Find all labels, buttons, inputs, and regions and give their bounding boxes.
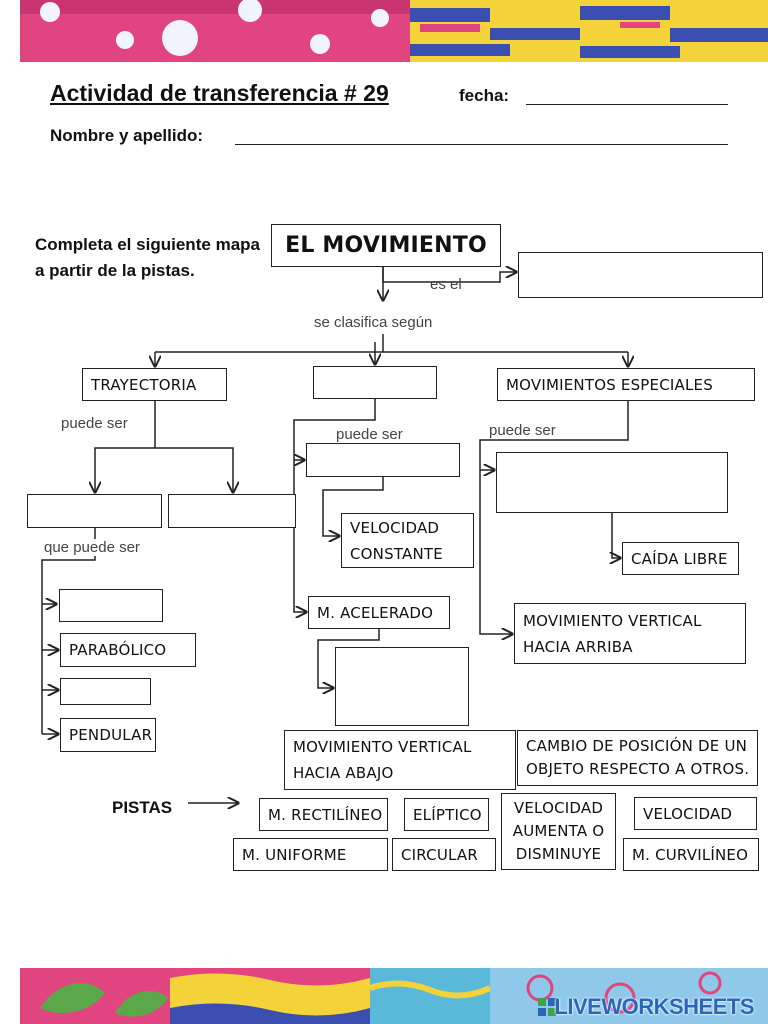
trayectoria-answer-box-1[interactable] <box>27 494 162 528</box>
pendular-box: PENDULAR <box>60 718 156 752</box>
caida-libre-box: CAÍDA LIBRE <box>622 542 739 575</box>
pista-eliptico[interactable]: ELÍPTICO <box>404 798 489 831</box>
center-answer-box-1[interactable] <box>306 443 460 477</box>
link-que-puede-ser: que puede ser <box>44 539 140 556</box>
velocidad-constante-line-1: VELOCIDAD <box>350 518 440 537</box>
link-se-clasifica: se clasifica según <box>314 314 433 331</box>
pista-velocidad-aumenta-line-1: VELOCIDAD <box>513 799 604 817</box>
acelerado-answer-box[interactable] <box>335 647 469 726</box>
trayectoria-answer-box-2[interactable] <box>168 494 296 528</box>
nombre-field[interactable] <box>235 144 728 145</box>
fecha-label: fecha: <box>459 86 510 105</box>
parabolico-box: PARABÓLICO <box>60 633 196 667</box>
link-puede-ser-trayectoria: puede ser <box>61 415 128 432</box>
mov-vertical-abajo-line-1: MOVIMIENTO VERTICAL <box>293 738 472 756</box>
pista-m-uniforme[interactable]: M. UNIFORME <box>233 838 388 871</box>
pista-velocidad-aumenta[interactable]: VELOCIDAD AUMENTA O DISMINUYE <box>501 793 616 870</box>
velocidad-constante-box: VELOCIDAD CONSTANTE <box>341 513 474 568</box>
definicion-line-1: CAMBIO DE POSICIÓN DE UN <box>526 737 748 755</box>
mov-especiales-box: MOVIMIENTOS ESPECIALES <box>497 368 755 401</box>
trayectoria-box: TRAYECTORIA <box>82 368 227 401</box>
bottom-decorative-band <box>20 968 768 1024</box>
root-concept-box: EL MOVIMIENTO <box>271 224 501 267</box>
especiales-answer-box[interactable] <box>496 452 728 513</box>
page-title: Actividad de transferencia # 29 <box>50 80 389 106</box>
definition-answer-box[interactable] <box>518 252 763 298</box>
pista-velocidad-aumenta-line-2: AUMENTA O <box>512 822 605 840</box>
classification-answer-box[interactable] <box>313 366 437 399</box>
link-puede-ser-center: puede ser <box>336 426 403 443</box>
mov-vertical-arriba-line-2: HACIA ARRIBA <box>523 637 633 656</box>
pista-m-rectilineo[interactable]: M. RECTILÍNEO <box>259 798 388 831</box>
mov-vertical-arriba-box: MOVIMIENTO VERTICAL HACIA ARRIBA <box>514 603 746 664</box>
liveworksheets-logo-text: LIVEWORKSHEETS <box>554 994 754 1019</box>
pista-circular[interactable]: CIRCULAR <box>392 838 496 871</box>
mov-vertical-arriba-line-1: MOVIMIENTO VERTICAL <box>523 611 702 630</box>
definicion-line-2: OBJETO RESPECTO A OTROS. <box>526 760 750 778</box>
pista-velocidad[interactable]: VELOCIDAD <box>634 797 757 830</box>
curvilineo-answer-box-2[interactable] <box>60 678 151 705</box>
mov-vertical-abajo-line-2: HACIA ABAJO <box>293 764 394 782</box>
top-decorative-band <box>20 0 768 62</box>
instructions: Completa el siguiente mapa a partir de l… <box>35 235 260 280</box>
pista-velocidad-aumenta-line-3: DISMINUYE <box>515 845 602 863</box>
nombre-label: Nombre y apellido: <box>50 126 204 145</box>
pista-m-curvilineo[interactable]: M. CURVILÍNEO <box>623 838 759 871</box>
mov-vertical-abajo-box: MOVIMIENTO VERTICAL HACIA ABAJO <box>284 730 516 790</box>
liveworksheets-logo-icon <box>538 998 556 1016</box>
fecha-field[interactable] <box>526 104 728 105</box>
link-puede-ser-especiales: puede ser <box>489 422 556 439</box>
curvilineo-answer-box-1[interactable] <box>59 589 163 622</box>
velocidad-constante-line-2: CONSTANTE <box>350 544 443 563</box>
definicion-clue-box: CAMBIO DE POSICIÓN DE UN OBJETO RESPECTO… <box>517 730 758 786</box>
m-acelerado-box: M. ACELERADO <box>308 596 450 629</box>
pistas-label: PISTAS <box>112 798 173 817</box>
link-es-el: es el <box>430 276 462 293</box>
